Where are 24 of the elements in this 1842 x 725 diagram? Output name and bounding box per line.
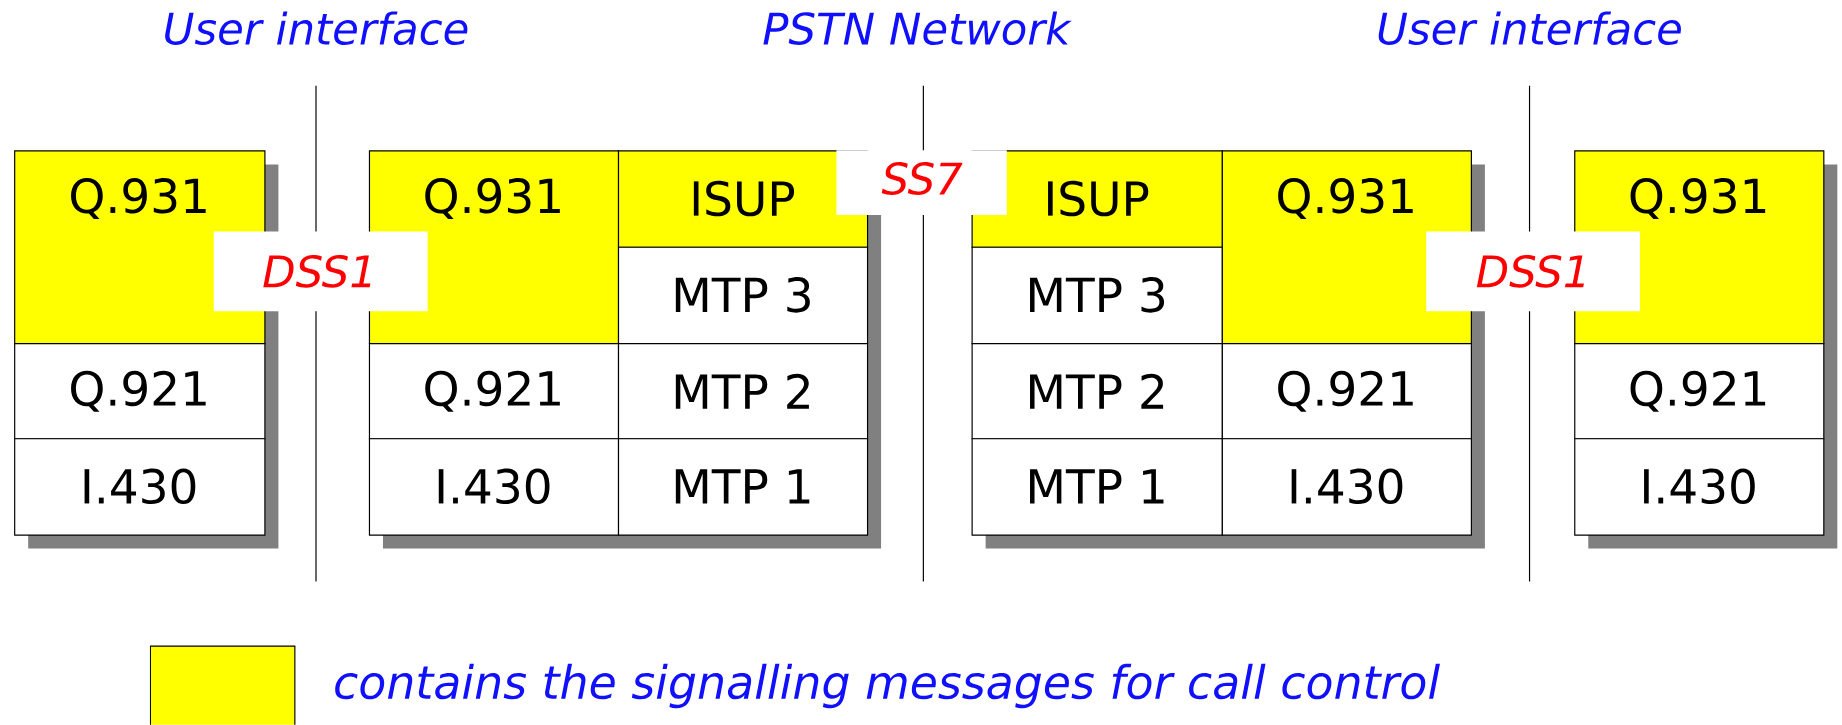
heading: User interface (165, 11, 468, 46)
protocol-cell: I.430 (14, 438, 266, 536)
protocol-cell: MTP 1 (971, 438, 1223, 536)
protocol-cell: Q.921 (1221, 343, 1472, 440)
heading: User interface (1378, 11, 1681, 46)
protocol-cell: ISUP (617, 150, 869, 248)
protocol-cell: ISUP (971, 150, 1223, 248)
protocol-cell: MTP 2 (971, 343, 1223, 440)
protocol-cell: Q.921 (1574, 343, 1825, 440)
protocol-label: SS7 (836, 150, 1007, 216)
protocol-label: DSS1 (213, 231, 428, 312)
protocol-cell: MTP 3 (617, 246, 869, 345)
protocol-cell: MTP 2 (617, 343, 869, 440)
protocol-label: DSS1 (1426, 231, 1640, 312)
protocol-cell: Q.921 (14, 343, 266, 440)
legend-text: contains the signalling messages for call control (335, 663, 1440, 709)
protocol-cell: I.430 (1221, 438, 1472, 536)
protocol-cell: I.430 (368, 438, 620, 536)
protocol-cell: MTP 3 (971, 246, 1223, 345)
protocol-cell: I.430 (1574, 438, 1825, 536)
protocol-cell: Q.921 (368, 343, 620, 440)
protocol-cell: Q.931 (1221, 150, 1472, 345)
heading: PSTN Network (763, 11, 1072, 46)
protocol-cell: MTP 1 (617, 438, 869, 536)
